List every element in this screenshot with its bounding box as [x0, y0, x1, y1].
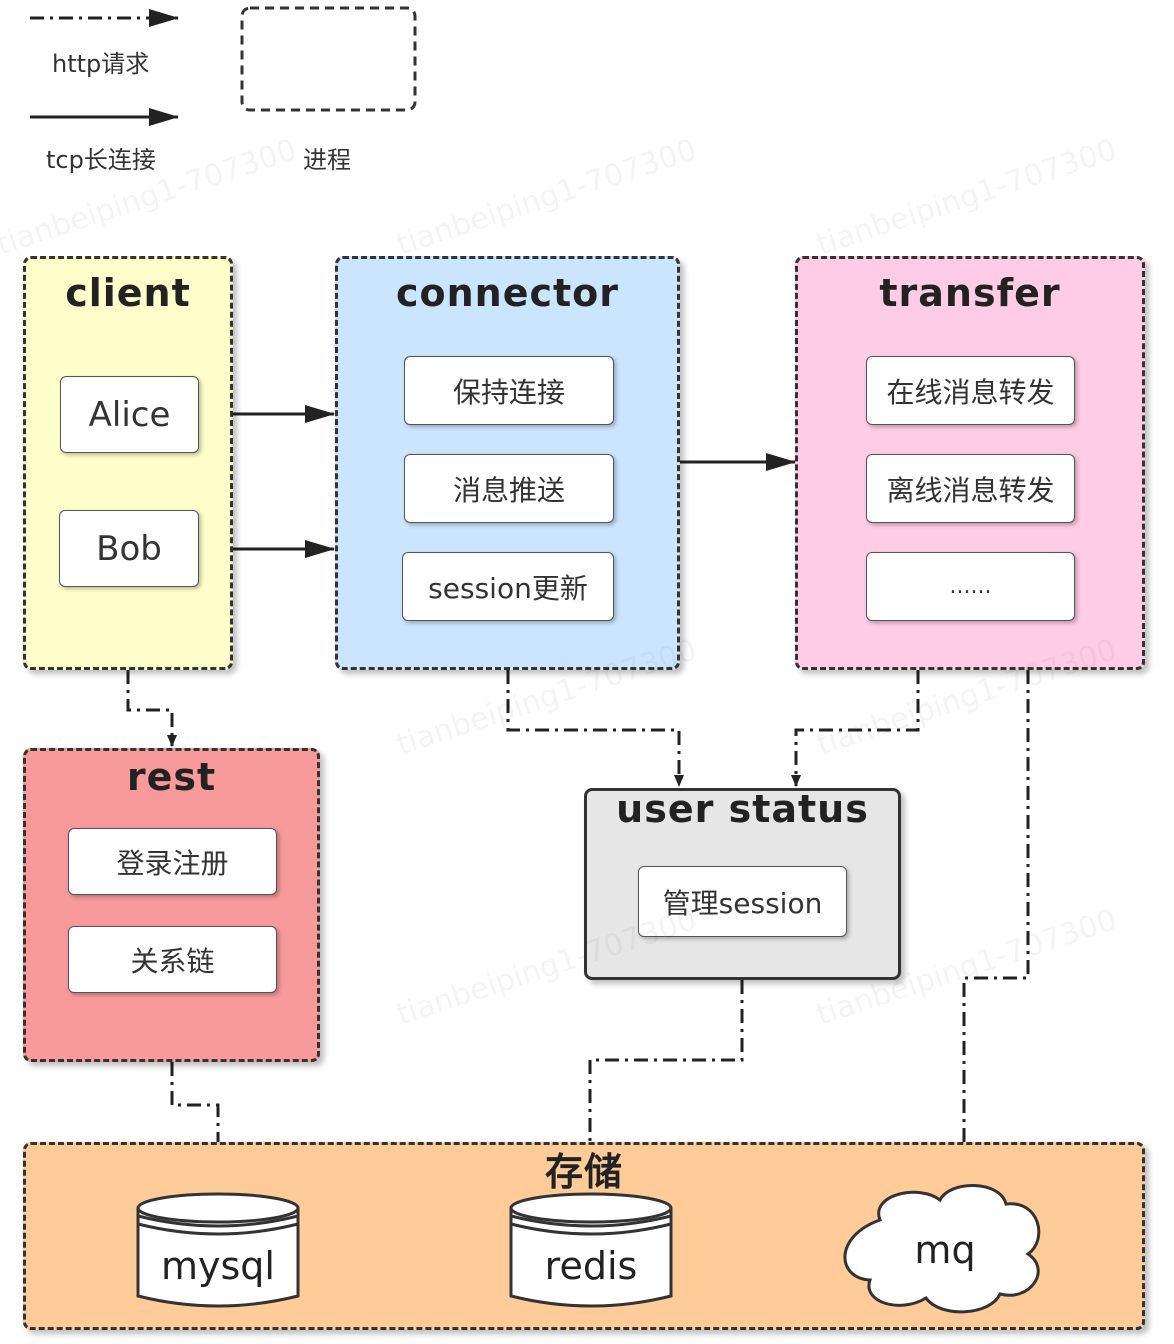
transfer-to-userstatus-arrow — [791, 670, 920, 787]
client-item-alice[interactable]: Alice — [60, 376, 199, 453]
mq-cloud-icon — [843, 1184, 1041, 1314]
rest-item-login-register[interactable]: 登录注册 — [68, 828, 277, 895]
client-panel: client — [23, 256, 233, 670]
transfer-item-online[interactable]: 在线消息转发 — [866, 356, 1075, 425]
client-to-rest-arrow — [126, 670, 177, 747]
mq-label: mq — [914, 1228, 976, 1272]
client-item-bob[interactable]: Bob — [59, 510, 199, 587]
connector-to-userstatus-arrow — [506, 670, 684, 787]
transfer-title: transfer — [879, 271, 1061, 315]
connector-item-push[interactable]: 消息推送 — [404, 454, 614, 523]
redis-database-icon — [509, 1192, 673, 1308]
rest-title: rest — [126, 755, 217, 799]
transfer-item-offline[interactable]: 离线消息转发 — [866, 454, 1075, 523]
rest-to-mysql-arrow — [170, 1062, 223, 1193]
legend-tcp-label: tcp长连接 — [46, 146, 156, 174]
storage-title: 存储 — [544, 1150, 623, 1194]
transfer-to-mq-arrow — [959, 670, 1030, 1193]
legend-process-label: 进程 — [303, 146, 351, 174]
transfer-item-more[interactable]: ...... — [866, 552, 1075, 621]
legend-process-box — [240, 6, 417, 112]
legend-http-label: http请求 — [52, 50, 150, 78]
user-status-title: user status — [616, 787, 869, 831]
rest-item-relation-chain[interactable]: 关系链 — [68, 926, 277, 993]
rest-panel: rest — [23, 748, 320, 1062]
connector-item-keepalive[interactable]: 保持连接 — [404, 356, 614, 425]
mysql-database-icon — [136, 1192, 300, 1308]
connector-item-session-update[interactable]: session更新 — [402, 552, 614, 621]
mysql-label: mysql — [161, 1244, 275, 1288]
redis-label: redis — [544, 1244, 638, 1288]
connector-title: connector — [395, 271, 620, 315]
client-title: client — [65, 271, 191, 315]
user-status-item-manage-session[interactable]: 管理session — [638, 866, 847, 937]
userstatus-to-redis-arrow — [585, 980, 744, 1193]
